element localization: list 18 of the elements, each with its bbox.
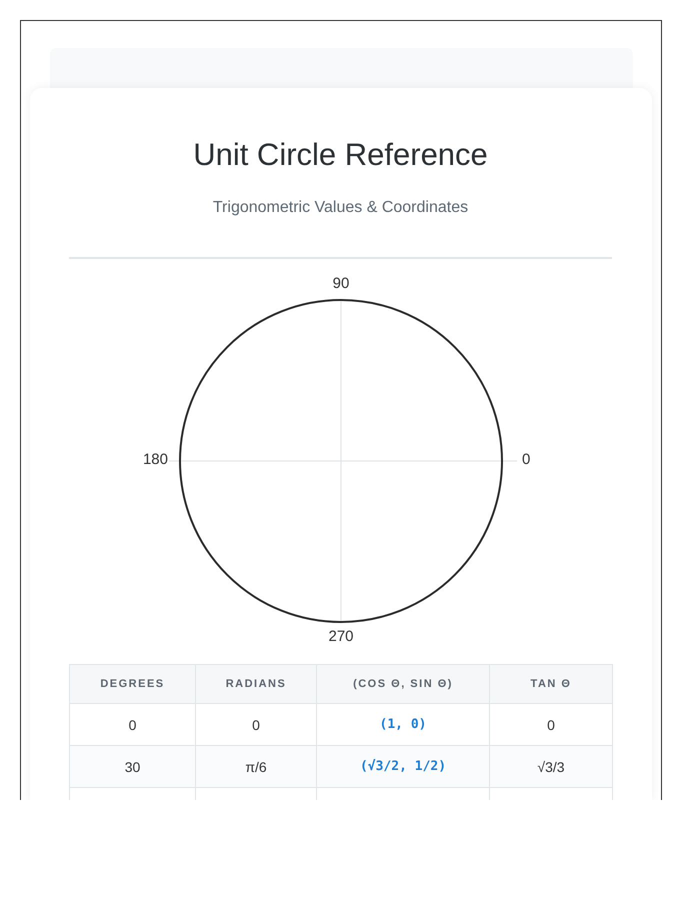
table-cell: √3/3 bbox=[490, 746, 612, 788]
title: Unit Circle Reference bbox=[193, 136, 488, 173]
angle-label: 270 bbox=[328, 628, 354, 646]
header-cell: RADIANS bbox=[196, 664, 316, 704]
table-cell: 0 bbox=[70, 704, 196, 746]
angle-label: 0 bbox=[522, 451, 530, 469]
subtitle: Trigonometric Values & Coordinates bbox=[212, 198, 468, 218]
angle-label: 90 bbox=[332, 275, 350, 293]
angle-label: 180 bbox=[142, 451, 168, 469]
table-cell: (√3/2, 1/2) bbox=[316, 746, 490, 788]
table-cell: (1, 0) bbox=[316, 704, 490, 746]
header-cell: (COS Θ, SIN Θ) bbox=[316, 664, 490, 704]
table-cell: 30 bbox=[70, 746, 196, 788]
table-cell: 0 bbox=[490, 704, 612, 746]
table-cell: 0 bbox=[196, 704, 316, 746]
header-cell: DEGREES bbox=[70, 664, 196, 704]
table-cell: π/6 bbox=[196, 746, 316, 788]
header-cell: TAN Θ bbox=[490, 664, 612, 704]
